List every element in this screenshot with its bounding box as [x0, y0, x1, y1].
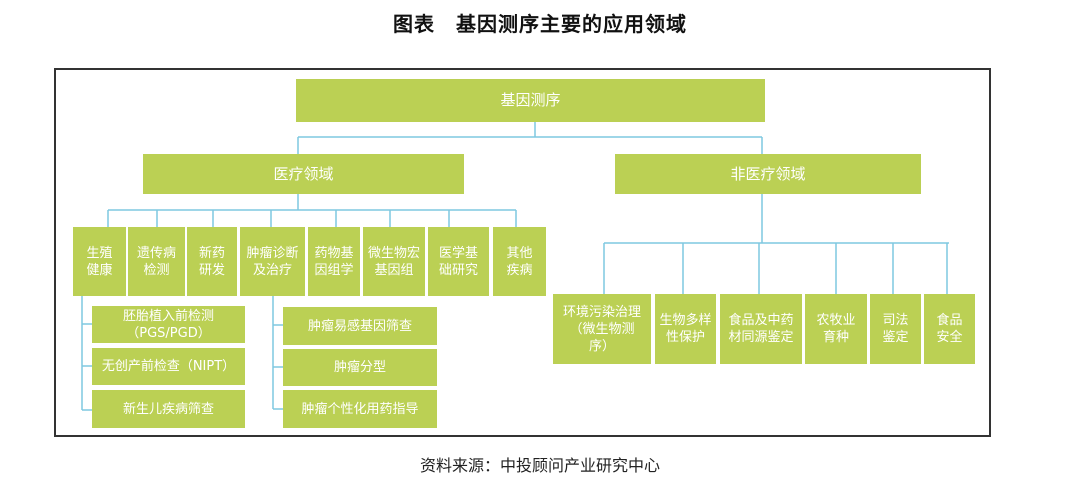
node-non-medical-child: 司法 鉴定	[870, 294, 921, 364]
node-root: 基因测序	[296, 79, 765, 122]
node-non-medical-child: 食品及中药 材同源鉴定	[720, 294, 802, 364]
node-medical-child: 新药 研发	[187, 227, 237, 296]
source-note: 资料来源：中投顾问产业研究中心	[419, 456, 660, 475]
node-medical: 医疗领域	[143, 154, 464, 194]
node-non-medical-child: 生物多样 性保护	[655, 294, 716, 364]
node-medical-child: 肿瘤诊断 及治疗	[240, 227, 305, 296]
node-non-medical: 非医疗领域	[615, 154, 921, 194]
node-tumor-sub: 肿瘤个性化用药指导	[283, 390, 437, 428]
node-medical-child: 医学基 础研究	[428, 227, 489, 296]
diagram-frame	[54, 68, 991, 437]
figure-title: 图表 基因测序主要的应用领域	[393, 12, 687, 36]
node-medical-child: 其他 疾病	[493, 227, 546, 296]
node-reproductive-sub: 新生儿疾病筛查	[92, 390, 245, 428]
node-non-medical-child: 农牧业 育种	[805, 294, 867, 364]
node-medical-child: 药物基 因组学	[308, 227, 360, 296]
node-tumor-sub: 肿瘤分型	[283, 349, 437, 386]
node-medical-child: 微生物宏 基因组	[363, 227, 425, 296]
node-non-medical-child: 环境污染治理 （微生物测 序）	[553, 294, 651, 364]
node-non-medical-child: 食品 安全	[924, 294, 975, 364]
node-tumor-sub: 肿瘤易感基因筛查	[283, 307, 437, 345]
node-medical-child: 生殖 健康	[73, 227, 126, 296]
node-reproductive-sub: 胚胎植入前检测 （PGS/PGD）	[92, 306, 245, 343]
node-medical-child: 遗传病 检测	[128, 227, 185, 296]
node-reproductive-sub: 无创产前检查（NIPT）	[92, 348, 245, 385]
